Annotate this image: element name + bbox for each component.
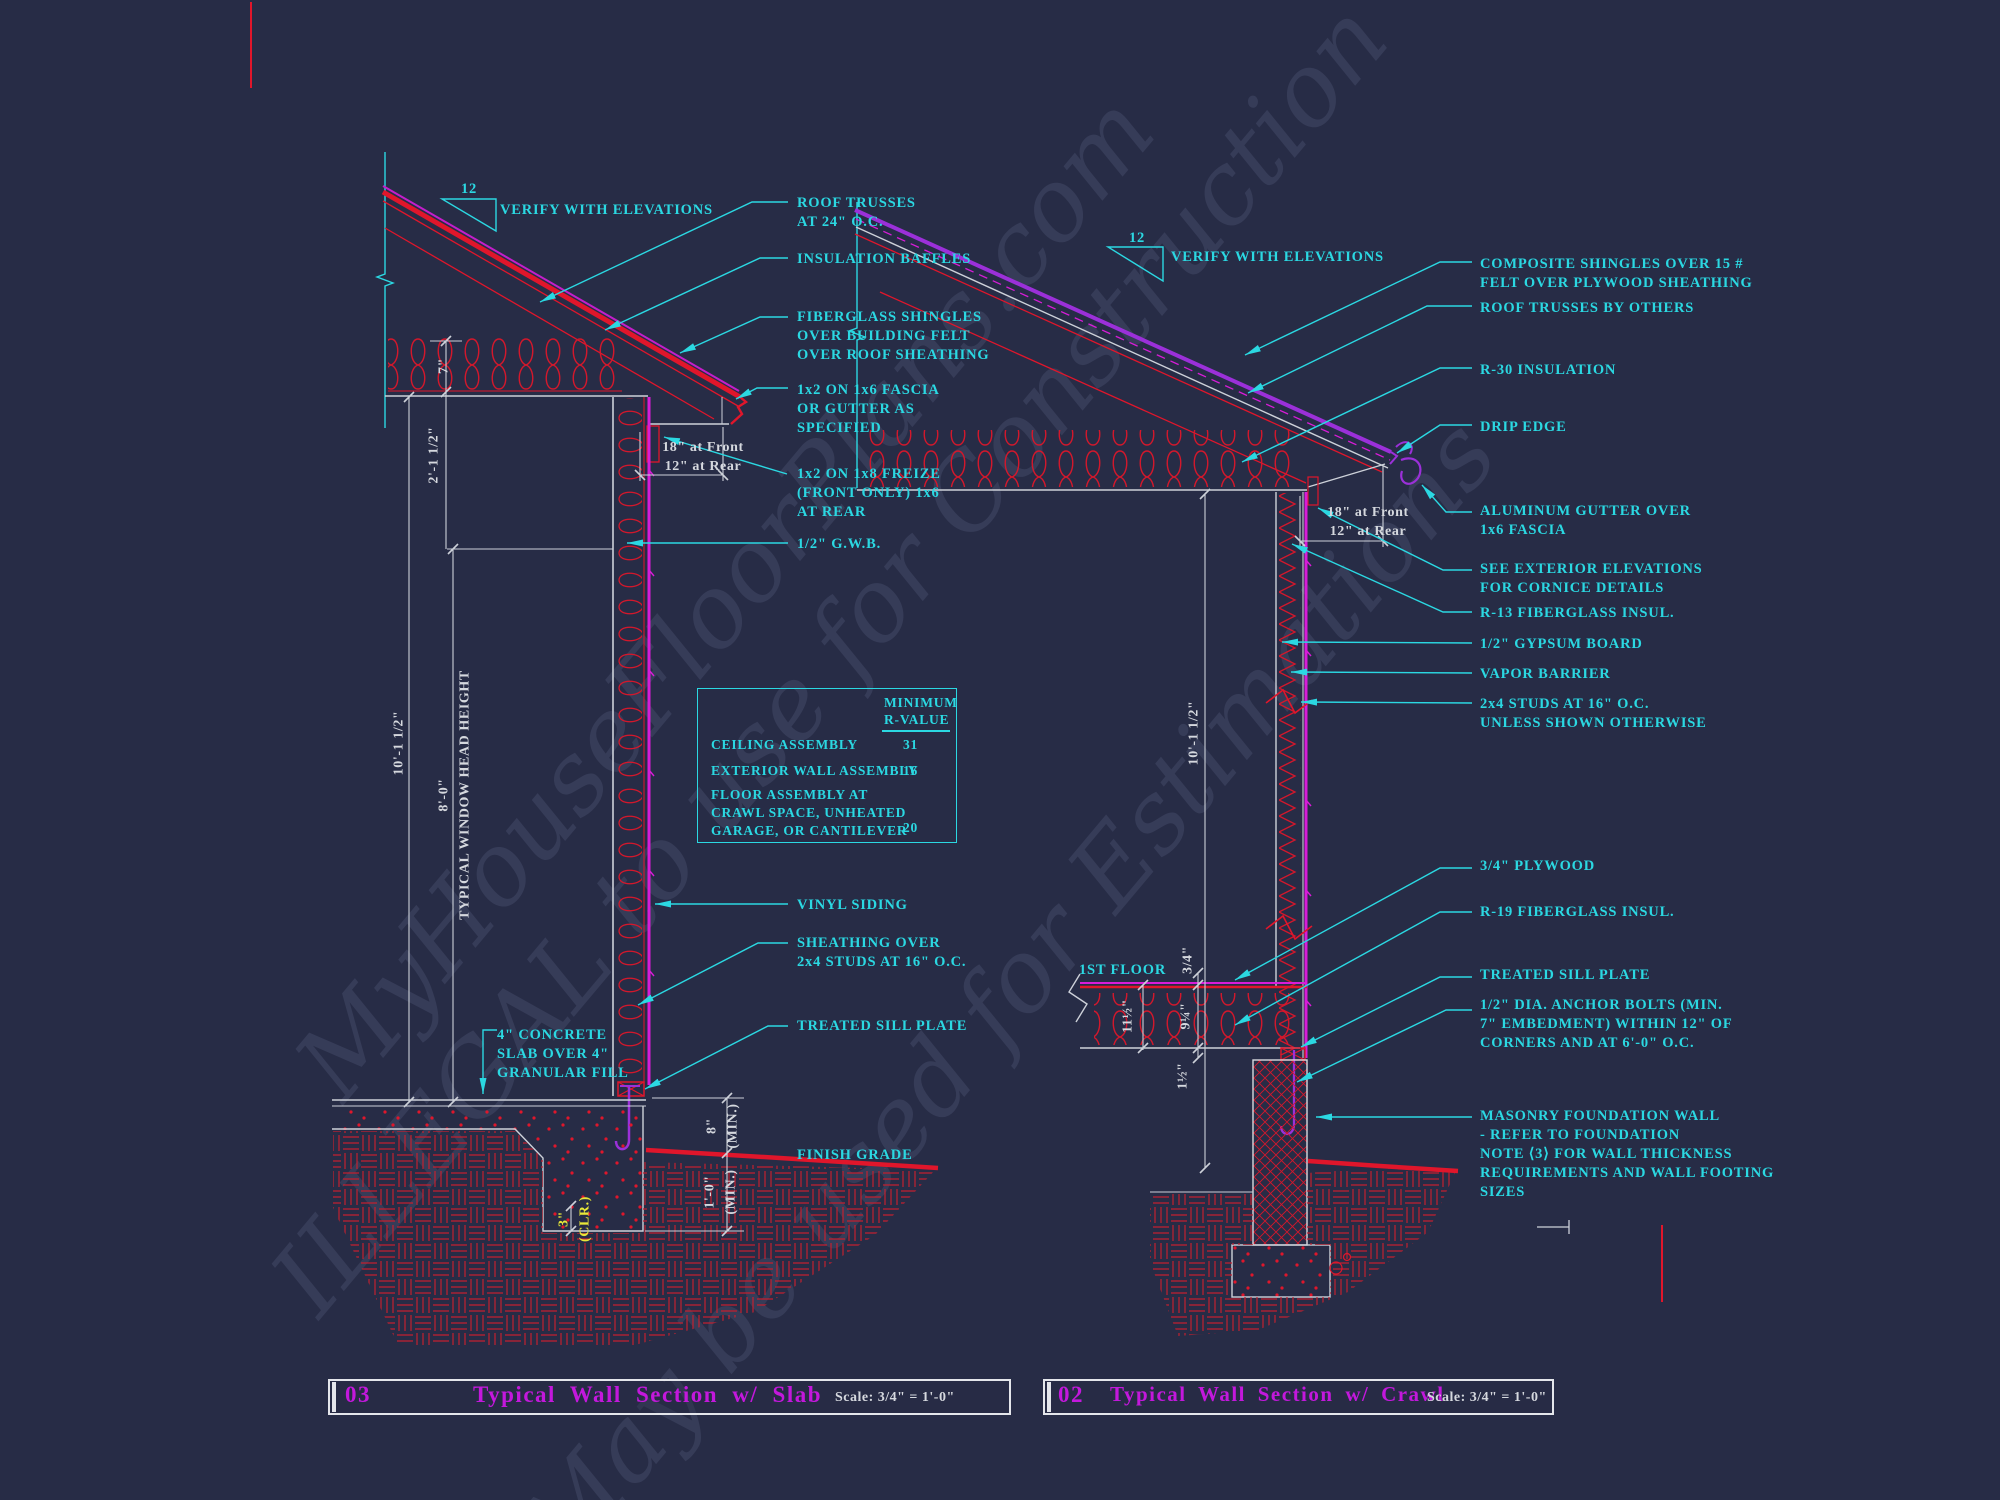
title-left-number: 03 [345,1382,371,1407]
callout-fiberglass-shingles: FIBERGLASS SHINGLES OVER BUILDING FELT O… [797,309,990,363]
callout-studs: 2x4 STUDS AT 16" O.C. UNLESS SHOWN OTHER… [1480,696,1707,731]
callout-insulation-baffles: INSULATION BAFFLES [797,251,972,267]
callout-anchor-bolts: 1/2" DIA. ANCHOR BOLTS (MIN. 7" EMBEDMEN… [1480,997,1733,1051]
right-verify-note: VERIFY WITH ELEVATIONS [1171,249,1384,265]
callout-drip-edge: DRIP EDGE [1480,419,1567,435]
title-right-number: 02 [1058,1382,1084,1407]
callout-treated-sill: TREATED SILL PLATE [797,1018,968,1034]
rvalue-row-label: EXTERIOR WALL ASSEMBLY [711,763,919,778]
title-bar-left [328,1379,1011,1415]
left-slope-label: 12 [460,181,478,197]
dim-8-0: 8'-0" [436,778,452,812]
dim-3-4: 3/4" [1180,945,1196,975]
first-floor-label: 1ST FLOOR [1079,962,1167,978]
callout-roof-trusses-others: ROOF TRUSSES BY OTHERS [1480,300,1695,316]
title-bar-right [1043,1379,1554,1415]
rvalue-table [697,688,957,843]
dim-overhang-left: 18" at Front 12" at Rear [662,440,744,474]
dim-10-1-half-left: 10'-1 1/2" [391,710,407,776]
rvalue-header: MINIMUM R-VALUE [884,695,958,727]
dim-8min: 8" [704,1118,720,1134]
title-right-text: Typical Wall Section w/ Crawl [1110,1382,1445,1406]
rvalue-row-value: 20 [903,820,919,835]
callout-freize: 1x2 ON 1x8 FREIZE (FRONT ONLY) 1x6 AT RE… [797,466,941,520]
left-section-leaders [439,198,788,1094]
callout-sill-right: TREATED SILL PLATE [1480,967,1651,983]
rvalue-header-rule [882,730,950,732]
callout-vinyl-siding: VINYL SIDING [797,897,908,913]
rvalue-row-label: CEILING ASSEMBLY [711,737,858,752]
callout-finish-grade: FINISH GRADE [797,1147,913,1163]
callout-composite-shingles: COMPOSITE SHINGLES OVER 15 # FELT OVER P… [1480,256,1753,291]
title-bar-left-endcap [332,1382,336,1412]
dim-8min-note: (MIN.) [725,1103,741,1149]
right-section-leaders [1105,246,1473,1121]
dim-9-quarter: 9¼" [1178,1002,1194,1030]
dim-2-1-half: 2'-1 1/2" [426,426,442,484]
dim-10-1-half-right: 10'-1 1/2" [1186,700,1202,766]
right-slope-label: 12 [1128,230,1146,246]
title-left-text: Typical Wall Section w/ Slab [473,1382,823,1407]
left-section-dimensions [403,335,744,1237]
dim-7in: 7" [436,358,452,374]
callout-r30: R-30 INSULATION [1480,362,1617,378]
dim-window-head: TYPICAL WINDOW HEAD HEIGHT [457,670,473,920]
dim-1-0min-note: (MIN.) [723,1169,739,1215]
dim-3clr: 3" [556,1211,572,1227]
title-right-scale: Scale: 3/4" = 1'-0" [1427,1390,1547,1405]
callout-gypsum: 1/2" GYPSUM BOARD [1480,636,1643,652]
dim-overhang-right: 18" at Front 12" at Rear [1327,505,1409,539]
rvalue-row-value: 16 [903,763,919,778]
dim-11-half: 11½" [1120,999,1136,1033]
dim-1-half: 1½" [1175,1062,1191,1090]
left-section-drawing [332,152,939,1345]
callout-fascia: 1x2 ON 1x6 FASCIA OR GUTTER AS SPECIFIED [797,382,940,436]
callout-gutter: ALUMINUM GUTTER OVER 1x6 FASCIA [1480,503,1691,538]
callout-vapor-barrier: VAPOR BARRIER [1480,666,1611,682]
title-bar-right-endcap [1047,1382,1051,1412]
dim-1-0min: 1'-0" [702,1175,718,1209]
callout-masonry-foundation: MASONRY FOUNDATION WALL - REFER TO FOUND… [1480,1108,1775,1200]
callout-plywood: 3/4" PLYWOOD [1480,858,1596,874]
left-verify-note: VERIFY WITH ELEVATIONS [500,202,713,218]
rvalue-row-label: FLOOR ASSEMBLY AT CRAWL SPACE, UNHEATED … [711,787,908,838]
callout-r19: R-19 FIBERGLASS INSUL. [1480,904,1675,920]
callout-cornice: SEE EXTERIOR ELEVATIONS FOR CORNICE DETA… [1480,561,1703,596]
title-left-scale: Scale: 3/4" = 1'-0" [835,1390,955,1405]
callout-gwb: 1/2" G.W.B. [797,536,881,552]
callout-sheathing: SHEATHING OVER 2x4 STUDS AT 16" O.C. [797,935,967,970]
callout-roof-trusses: ROOF TRUSSES AT 24" O.C. [797,195,916,230]
plot-marks [250,2,1663,1302]
callout-concrete-slab: 4" CONCRETE SLAB OVER 4" GRANULAR FILL [497,1027,629,1081]
rvalue-row-value: 31 [903,737,919,752]
dim-3clr-note: (CLR.) [577,1196,593,1242]
right-section-drawing [847,202,1459,1336]
callout-r13: R-13 FIBERGLASS INSUL. [1480,605,1675,621]
